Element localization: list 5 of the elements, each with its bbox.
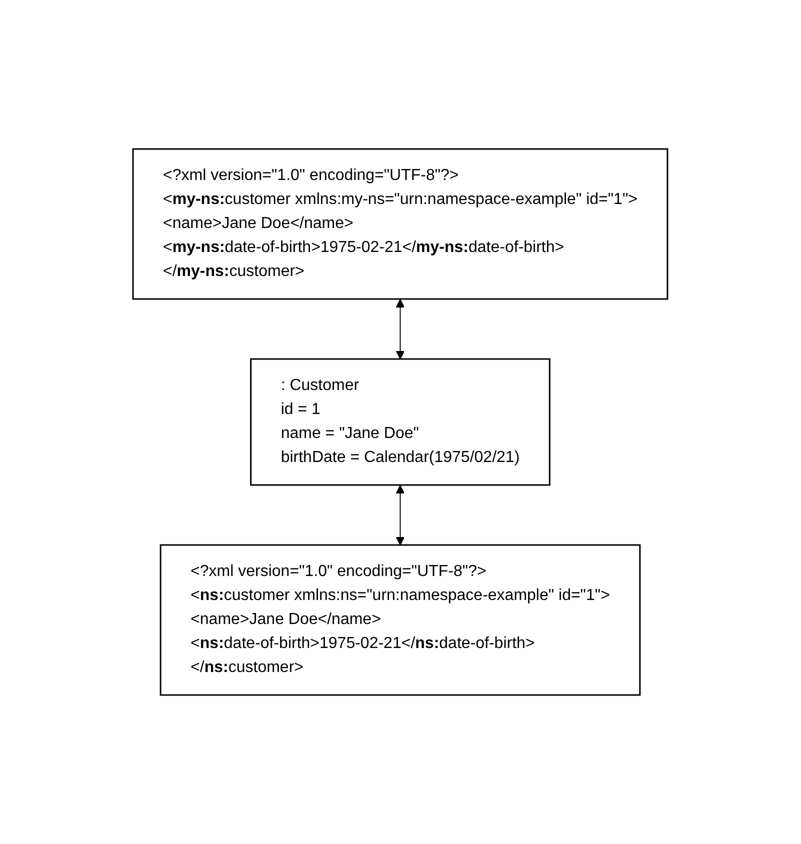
node-box: <?xml version="1.0" encoding="UTF-8"?> <ns:customer xmlns:ns="urn:namespace-example" id="1"> <name>Jane Doe</name> <ns:date-of-birth>1975-02-21</ns:date-of-birth> </ns:customer>: [160, 544, 641, 696]
arrow: [396, 485, 405, 546]
node-box: : Customer id = 1 name = "Jane Doe" birthDate = Calendar(1975/02/21): [250, 358, 551, 486]
node-box: <?xml version="1.0" encoding="UTF-8"?> <my-ns:customer xmlns:my-ns="urn:namespace-example" id="1"> <name>Jane Doe</name> <my-ns:date-of-birth>1975-02-21</my-ns:date-of-birth> </my-ns:customer>: [132, 148, 668, 300]
arrow: [396, 299, 405, 360]
